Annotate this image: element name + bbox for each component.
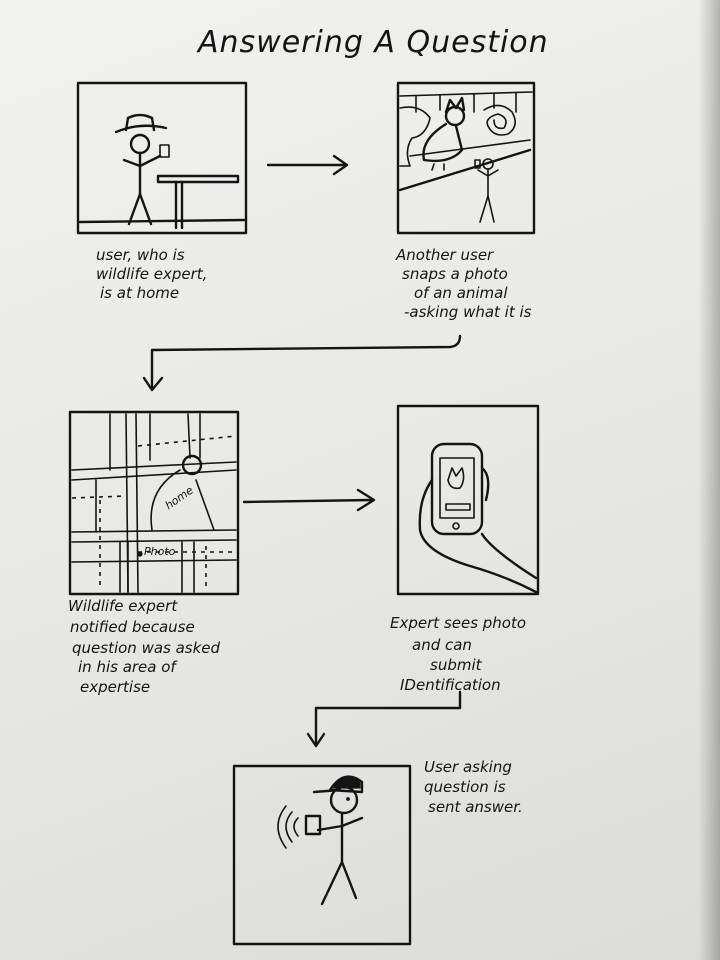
map-label-home: home	[163, 484, 196, 513]
floor-line	[78, 218, 246, 224]
paper-edge-shadow	[698, 0, 720, 960]
notification-vibration-icon	[277, 805, 299, 849]
expert-figure-icon	[114, 113, 170, 226]
panel-4	[396, 404, 540, 596]
map-label-photo: Photo	[144, 545, 176, 558]
panel-5-caption: User asking question is sent answer.	[424, 758, 523, 816]
photo-location-marker	[137, 551, 143, 557]
map-streets	[71, 413, 237, 593]
panel-5-frame	[232, 764, 412, 946]
panel-4-frame	[396, 404, 540, 596]
panel-1	[76, 81, 248, 235]
phone-icon	[159, 144, 170, 158]
panel-1-caption: user, who is wildlife expert, is at home	[96, 246, 212, 302]
phone-icon	[304, 814, 322, 836]
roundabout-icon	[181, 454, 203, 476]
panel-3-caption: Wildlife expert notified because questio…	[68, 597, 225, 696]
user-figure-icon	[474, 158, 499, 223]
arrow-1-to-2	[266, 154, 349, 176]
arrow-3-to-4	[242, 488, 376, 512]
phone-icon	[474, 159, 481, 169]
animal-icon	[422, 96, 466, 171]
hand-icon	[418, 466, 538, 594]
panel-3-frame	[68, 410, 240, 596]
arrow-2-to-3	[142, 334, 462, 392]
storyboard-title: Answering A Question	[196, 25, 549, 60]
asking-user-figure-icon	[304, 775, 364, 906]
arrow-4-to-5	[306, 690, 462, 748]
panel-5	[232, 764, 412, 946]
panel-3: home Photo	[68, 410, 240, 596]
smartphone-icon	[430, 442, 484, 536]
panel-1-frame	[76, 81, 248, 235]
panel-2	[396, 81, 536, 235]
map-dashed-routes	[71, 435, 237, 590]
panel-2-caption: Another user snaps a photo of an animal …	[395, 246, 532, 321]
panel-2-frame	[396, 81, 536, 235]
panel-4-caption: Expert sees photo and can submit IDentif…	[390, 614, 531, 694]
